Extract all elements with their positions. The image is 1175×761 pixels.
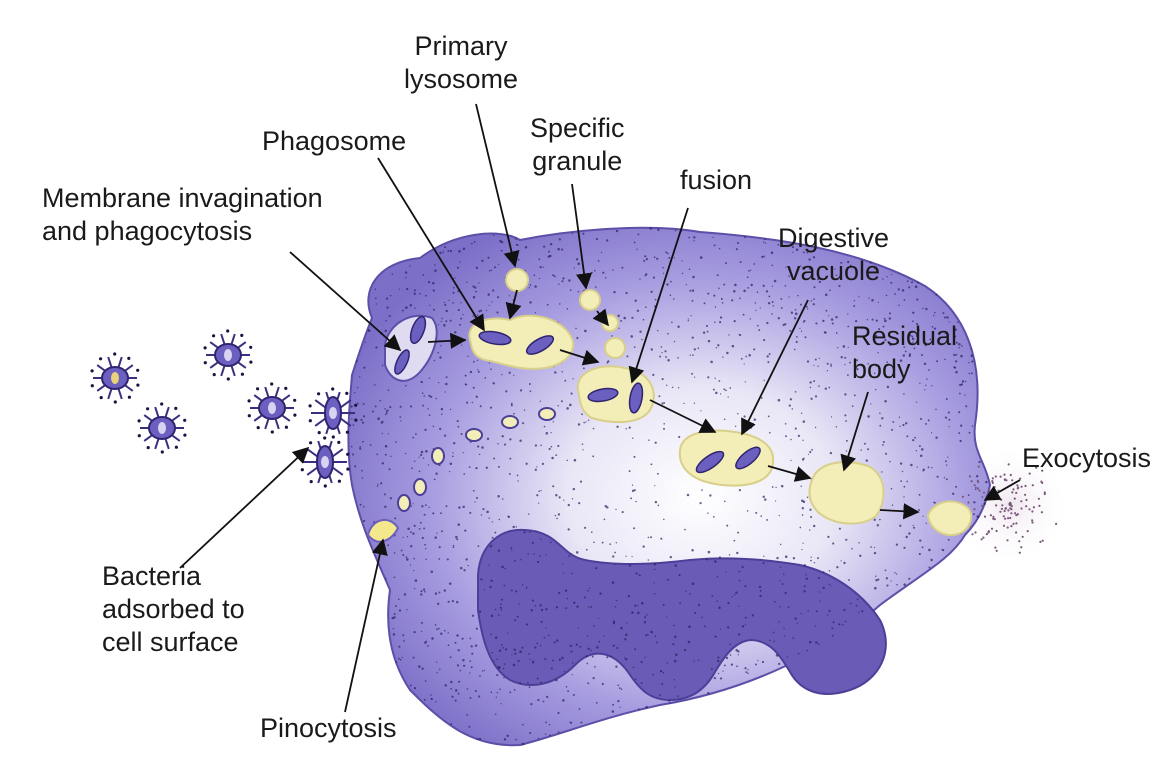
label-specific-granule: Specific granule xyxy=(530,112,625,178)
bacterium-icon xyxy=(91,352,140,403)
bacterium-icon xyxy=(138,402,187,453)
label-primary-lysosome: Primary lysosome xyxy=(404,30,518,96)
specific-granule-vesicle xyxy=(580,290,600,310)
bacterium-icon xyxy=(301,436,350,487)
label-fusion: fusion xyxy=(680,164,752,197)
label-membrane-invagination: Membrane invagination and phagocytosis xyxy=(42,182,323,248)
label-exocytosis: Exocytosis xyxy=(1022,442,1151,475)
external-bacteria xyxy=(91,329,358,487)
primary-lysosome-vesicle xyxy=(506,269,528,291)
label-phagosome: Phagosome xyxy=(262,125,406,158)
residual-body-vesicle xyxy=(810,462,884,523)
bacterium-icon xyxy=(204,329,253,380)
label-pinocytosis: Pinocytosis xyxy=(260,712,397,745)
label-digestive-vacuole: Digestive vacuole xyxy=(778,222,889,288)
digestive-vacuole-vesicle xyxy=(680,431,773,486)
phagosome-vesicle xyxy=(469,316,573,369)
label-bacteria-adsorbed: Bacteria adsorbed to cell surface xyxy=(102,560,245,659)
label-residual-body: Residual body xyxy=(852,320,957,386)
bacterium-icon xyxy=(248,382,297,433)
